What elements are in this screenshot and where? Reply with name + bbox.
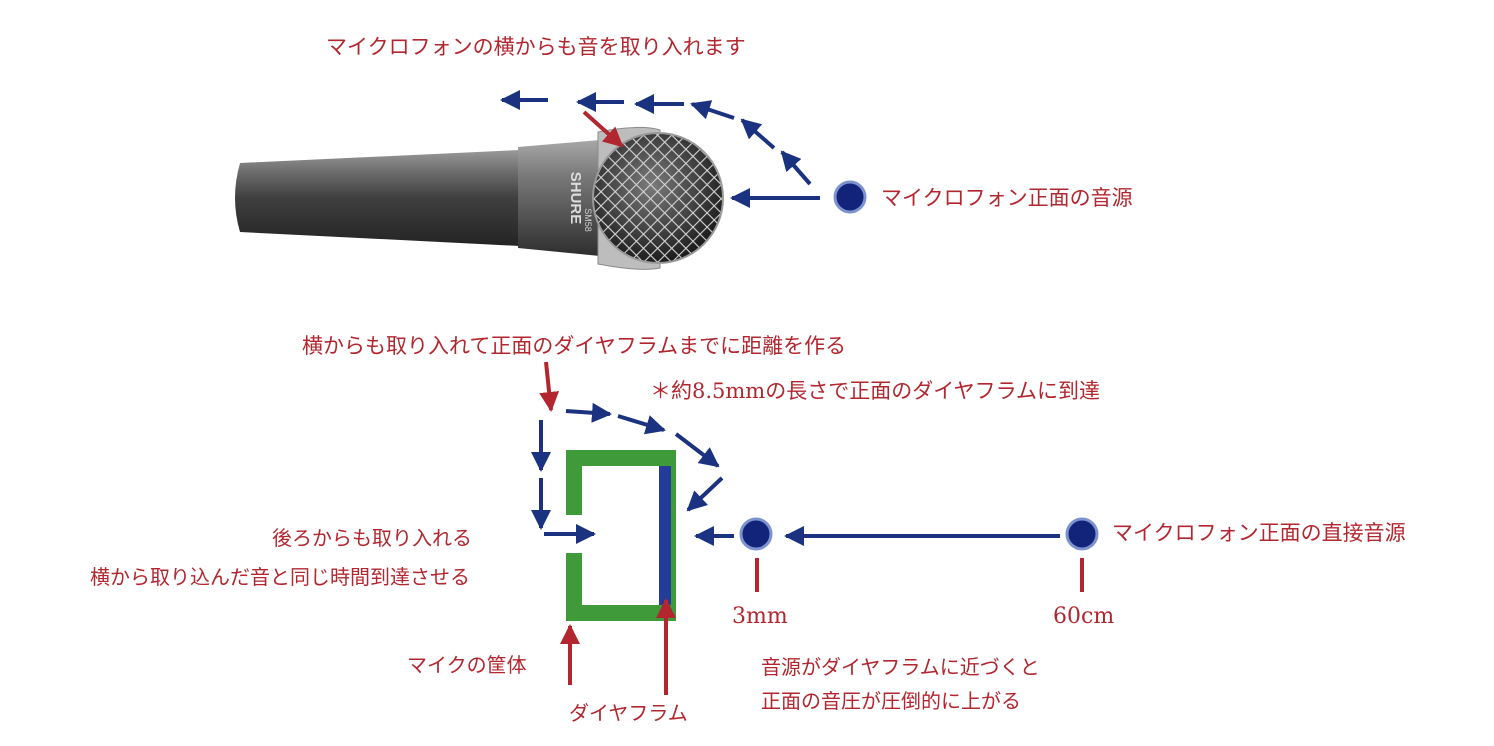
path-arrows <box>531 402 1060 546</box>
diaphragm-label: ダイヤフラム <box>569 701 688 725</box>
microphone-illustration: SHURE SM58 <box>235 126 724 270</box>
proximity-label-2: 正面の音圧が圧倒的に上がる <box>761 689 1021 713</box>
mic-brand-text: SHURE <box>567 172 584 225</box>
mic-grille-mesh <box>593 133 723 263</box>
near-source-dot <box>739 517 773 551</box>
front-source-label: マイクロフォン正面の音源 <box>881 186 1133 210</box>
rear-intake-note: 横から取り込んだ音と同じ時間到達させる <box>90 565 470 589</box>
direct-source-label: マイクロフォン正面の直接音源 <box>1112 521 1406 545</box>
side-pickup-pointer <box>582 110 624 148</box>
top-arrows <box>500 90 820 208</box>
mic-collar <box>518 140 600 256</box>
proximity-label-1: 音源がダイヤフラムに近づくと <box>761 655 1040 679</box>
front-source-dot <box>833 180 867 214</box>
distance-near-label: 3mm <box>732 604 788 629</box>
housing-label: マイクの筐体 <box>407 653 527 677</box>
side-distance-label: 横からも取り入れて正面のダイヤフラムまでに距離を作る <box>302 334 847 358</box>
diaphragm-bar <box>659 466 671 605</box>
note-distance-label: ＊約8.5mmの長さで正面のダイヤフラムに到達 <box>650 379 1100 403</box>
far-source-dot <box>1065 517 1099 551</box>
mic-model-text: SM58 <box>583 208 593 232</box>
mic-handle <box>235 150 520 246</box>
distance-far-label: 60cm <box>1053 604 1115 629</box>
red-markers <box>539 361 1084 695</box>
side-pickup-label: マイクロフォンの横からも音を取り入れます <box>326 35 746 59</box>
rear-intake-label: 後ろからも取り入れる <box>272 526 472 550</box>
